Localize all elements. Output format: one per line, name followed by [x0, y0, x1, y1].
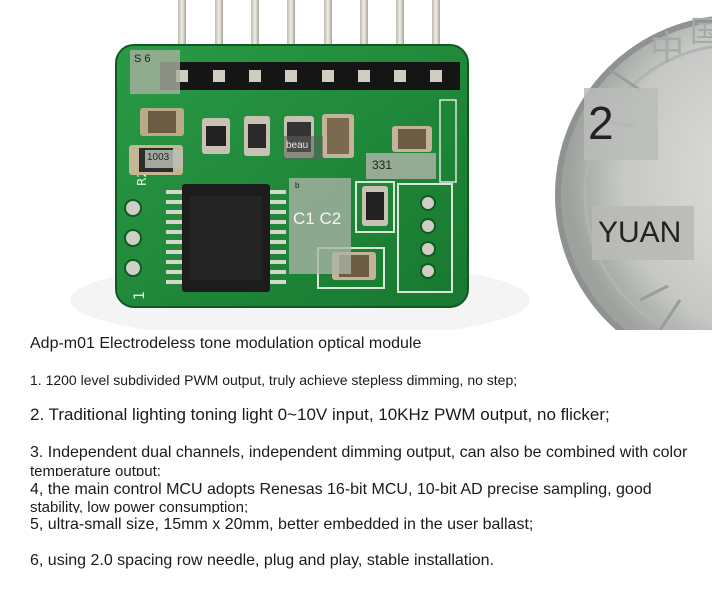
feature-item-3-continued: temperature output; [30, 464, 161, 476]
label-c1-c2: C1 C2 [293, 209, 342, 228]
feature-item-6: 6, using 2.0 spacing row needle, plug an… [30, 552, 495, 569]
feature-item-2: 2. Traditional lighting toning light 0~1… [30, 405, 610, 424]
svg-text:中: 中 [650, 29, 684, 69]
label-s6: S 6 [130, 50, 180, 94]
feature-item-5: 5, ultra-small size, 15mm x 20mm, better… [30, 516, 534, 533]
coin-currency-label: YUAN [592, 206, 694, 260]
header-pins [178, 0, 440, 70]
label-1003: 1003 [145, 150, 183, 168]
label-b: b [289, 178, 351, 274]
feature-item-4: 4, the main control MCU adopts Renesas 1… [30, 481, 652, 498]
svg-text:1: 1 [132, 291, 148, 300]
pcb-board: 1 R2 [115, 44, 469, 308]
feature-item-4-continued: stability, low power consumption; [30, 500, 249, 513]
product-title: Adp-m01 Electrodeless tone modulation op… [30, 335, 422, 352]
feature-item-1: 1. 1200 level subdivided PWM output, tru… [30, 372, 518, 388]
feature-item-3: 3. Independent dual channels, independen… [30, 444, 688, 461]
module-photo: 中 国 [70, 0, 712, 330]
coin-value-label: 2 [584, 88, 658, 160]
svg-text:国: 国 [690, 15, 712, 50]
label-331: 331 [366, 153, 436, 179]
main-ic [166, 184, 286, 292]
label-beau: beau [283, 136, 323, 160]
